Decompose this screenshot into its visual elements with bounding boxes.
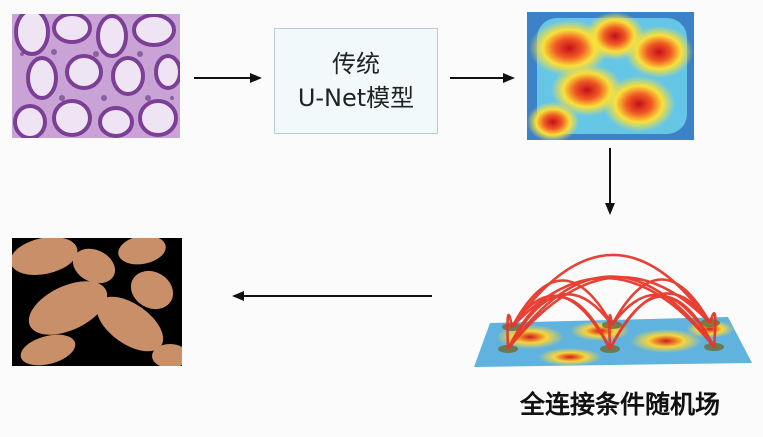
probability-heatmap: [527, 12, 694, 140]
arrow-histology-to-model: [194, 73, 262, 83]
crf-caption: 全连接条件随机场: [519, 390, 720, 419]
arrow-heatmap-to-crf: [605, 148, 615, 215]
fully-connected-crf-illustration: [474, 253, 752, 367]
arrow-crf-to-mask: [232, 291, 432, 301]
segmentation-mask-output: [12, 238, 182, 366]
arrow-model-to-heatmap: [450, 73, 515, 83]
model-box-line2: U-Net模型: [297, 84, 415, 112]
histology-input-image: [12, 14, 180, 138]
unet-model-box: 传统 U-Net模型: [274, 28, 438, 134]
model-box-line1: 传统: [332, 50, 380, 78]
